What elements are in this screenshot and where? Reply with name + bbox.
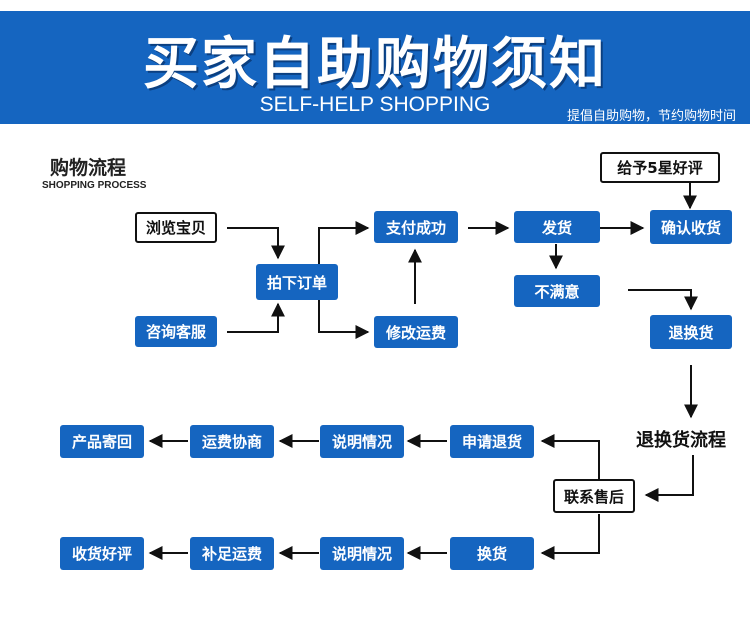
node-explain-1: 说明情况 bbox=[320, 425, 404, 458]
node-supplement-fee: 补足运费 bbox=[190, 537, 274, 570]
node-contact: 联系售后 bbox=[553, 479, 635, 513]
connector-consult-order bbox=[227, 302, 285, 333]
node-return-exchange: 退换货 bbox=[650, 315, 732, 349]
node-apply-return: 申请退货 bbox=[450, 425, 534, 458]
page-title: 买家自助购物须知 bbox=[143, 32, 607, 97]
node-ship: 发货 bbox=[514, 211, 600, 243]
node-send-back: 产品寄回 bbox=[60, 425, 144, 458]
node-pay: 支付成功 bbox=[374, 211, 458, 243]
section-subtitle: SHOPPING PROCESS bbox=[42, 180, 147, 191]
connector-order-modify bbox=[318, 300, 370, 339]
connector-contact-apply bbox=[540, 434, 600, 479]
connector-browse-order bbox=[227, 227, 285, 260]
node-browse: 浏览宝贝 bbox=[135, 212, 217, 243]
connector-label-contact bbox=[644, 455, 694, 502]
node-exchange: 换货 bbox=[450, 537, 534, 570]
section-title: 购物流程 bbox=[50, 157, 127, 179]
node-confirm: 确认收货 bbox=[650, 210, 732, 244]
connector-unsatisfied-return bbox=[628, 289, 698, 311]
header-banner: 买家自助购物须知 SELF-HELP SHOPPING 提倡自助购物，节约购物时… bbox=[0, 11, 750, 124]
connector-order-pay bbox=[318, 221, 370, 264]
node-order: 拍下订单 bbox=[256, 264, 338, 300]
node-consult: 咨询客服 bbox=[135, 316, 217, 347]
node-modify-fee: 修改运费 bbox=[374, 316, 458, 348]
node-receive-review: 收货好评 bbox=[60, 537, 144, 570]
page-slogan: 提倡自助购物，节约购物时间 bbox=[566, 109, 736, 124]
node-explain-2: 说明情况 bbox=[320, 537, 404, 570]
node-five-star: 给予5星好评 bbox=[600, 152, 720, 183]
node-negotiate-fee: 运费协商 bbox=[190, 425, 274, 458]
page-subtitle: SELF-HELP SHOPPING bbox=[259, 93, 491, 116]
node-unsatisfied: 不满意 bbox=[514, 275, 600, 307]
return-flow-label: 退换货流程 bbox=[636, 430, 726, 451]
connector-contact-exchange bbox=[540, 514, 600, 560]
